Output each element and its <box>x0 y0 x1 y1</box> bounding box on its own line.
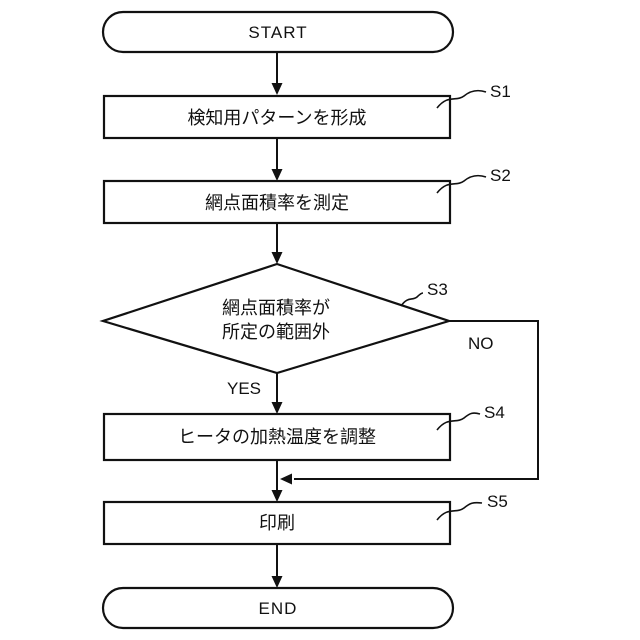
arrowhead-s4-to-s5 <box>271 490 283 502</box>
arrowhead-s1-to-s2 <box>271 169 283 181</box>
process-label-s2: 網点面積率を測定 <box>205 193 349 213</box>
step-label-s1: S1 <box>490 82 511 101</box>
arrowhead-no-branch <box>280 473 292 485</box>
process-box-s2 <box>102 179 452 225</box>
process-label-s1: 検知用パターンを形成 <box>187 108 366 128</box>
end-label: END <box>259 599 298 618</box>
arrowhead-s5-to-end <box>271 576 283 588</box>
leader-line-s2 <box>436 174 487 194</box>
arrowhead-s3-to-s4 <box>271 402 283 414</box>
no-branch-line <box>294 320 539 480</box>
process-label-s4: ヒータの加熱温度を調整 <box>178 427 376 447</box>
step-label-s2: S2 <box>490 166 511 185</box>
step-label-s3: S3 <box>427 280 448 299</box>
process-label-s5: 印刷 <box>259 513 295 533</box>
start-label: START <box>248 23 307 42</box>
decision-label-s3-line2: 所定の範囲外 <box>222 322 330 342</box>
decision-diamond-s3 <box>99 262 453 375</box>
leader-line-s5 <box>436 501 483 521</box>
leader-line-s4 <box>436 412 481 431</box>
step-label-s4: S4 <box>484 403 505 422</box>
arrowhead-s2-to-s3 <box>271 252 283 264</box>
leader-line-s3 <box>400 292 424 307</box>
end-terminator <box>101 586 455 630</box>
process-box-s5 <box>102 500 452 546</box>
leader-line-s1 <box>436 89 487 109</box>
decision-label-s3-line1: 網点面積率が <box>222 298 330 318</box>
no-branch-label: NO <box>468 334 494 353</box>
process-box-s1 <box>102 94 452 140</box>
yes-branch-label: YES <box>227 379 261 398</box>
step-label-s5: S5 <box>487 492 508 511</box>
arrowhead-start-to-s1 <box>271 83 283 95</box>
